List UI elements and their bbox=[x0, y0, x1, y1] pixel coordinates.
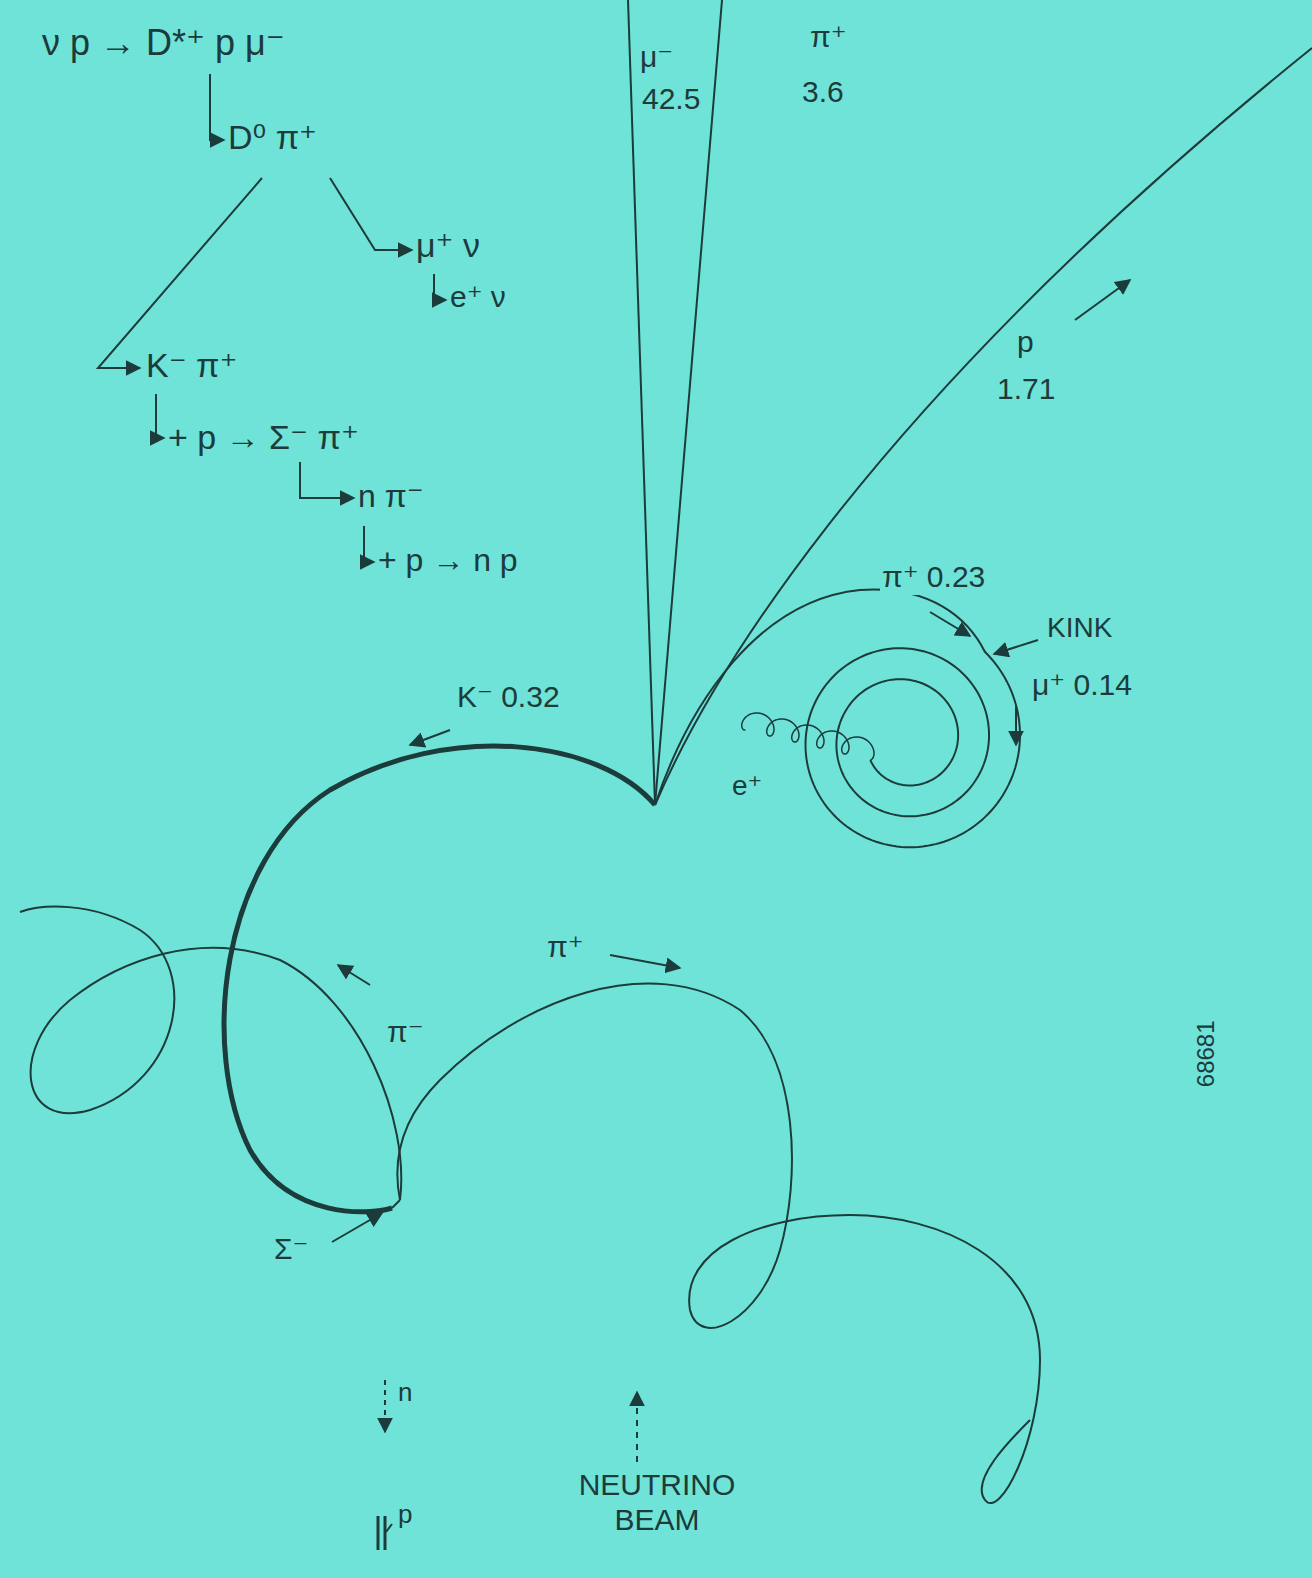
momentum: 3.6 bbox=[800, 75, 846, 110]
beam: NEUTRINO BEAM bbox=[545, 1468, 769, 1537]
momentum: 42.5 bbox=[640, 82, 702, 117]
particle-tracks bbox=[20, 0, 1312, 1503]
track-label: π⁺ 0.23 bbox=[880, 560, 987, 595]
note: KINK bbox=[1045, 612, 1114, 644]
track-label: e⁺ bbox=[730, 770, 764, 802]
decay: D⁰ π⁺ bbox=[226, 118, 319, 157]
muon-spiral bbox=[742, 648, 1020, 847]
track-label: Σ⁻ bbox=[272, 1232, 310, 1267]
track-label: π⁺ bbox=[808, 20, 849, 55]
track-label: π⁻ bbox=[385, 1015, 426, 1050]
track-label: K⁻ 0.32 bbox=[455, 680, 562, 715]
decay: + p → n p bbox=[376, 542, 520, 579]
track-label: π⁺ bbox=[545, 930, 586, 965]
reaction: ν p → D*⁺ p μ⁻ bbox=[40, 22, 287, 63]
decay: K⁻ π⁺ bbox=[144, 346, 239, 385]
track-label: p bbox=[1015, 325, 1036, 360]
track-label: μ⁺ 0.14 bbox=[1030, 668, 1134, 703]
positron-track bbox=[742, 713, 874, 760]
decay: + p → Σ⁻ π⁺ bbox=[166, 418, 361, 457]
decay: e⁺ ν bbox=[448, 280, 508, 315]
direction-arrows bbox=[332, 280, 1130, 1550]
decay: μ⁺ ν bbox=[414, 226, 482, 265]
muon-track bbox=[806, 648, 1020, 847]
momentum: 1.71 bbox=[995, 372, 1057, 407]
track-label: μ⁻ bbox=[638, 40, 675, 75]
decay-tree-lines bbox=[98, 74, 446, 562]
track-label: p bbox=[396, 1500, 414, 1530]
plate-number: 68681 bbox=[1192, 1018, 1220, 1089]
decay: n π⁻ bbox=[356, 478, 426, 515]
track-label: n bbox=[396, 1378, 414, 1408]
